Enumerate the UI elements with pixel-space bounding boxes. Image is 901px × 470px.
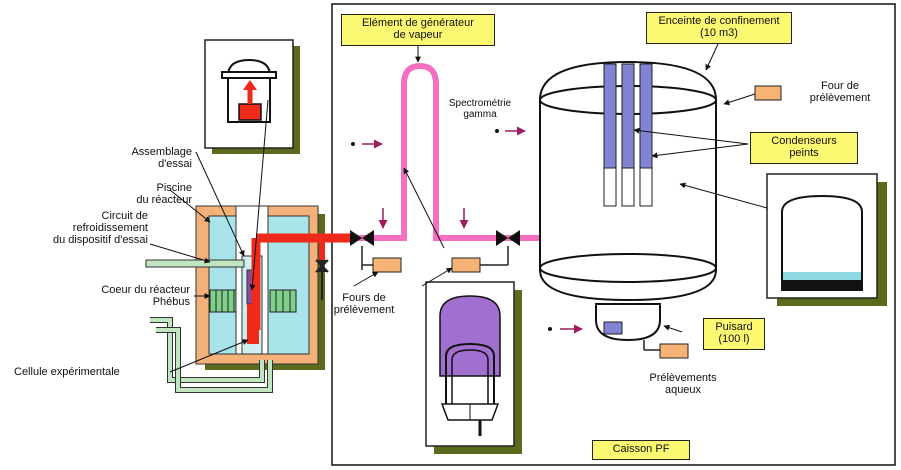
tank-inset — [766, 173, 887, 306]
condensers-label: Condenseurs peints — [750, 132, 858, 164]
sampling-oven-top-line1: Four de — [821, 80, 859, 92]
sampling-ovens-label: Fours de prélèvement — [318, 292, 410, 316]
containment-line2: (10 m3) — [700, 27, 738, 39]
reactor-core-line1: Coeur du réacteur — [101, 284, 190, 296]
test-assembly-label: Assemblage d'essai — [88, 146, 192, 170]
reactor-core-label: Coeur du réacteur Phébus — [44, 284, 190, 308]
steam-generator-label: Elément de générateur de vapeur — [341, 14, 495, 46]
aqueous-samples-line1: Prélèvements — [649, 372, 717, 384]
steam-generator-line1: Elément de générateur — [362, 17, 474, 29]
cooling-circuit-line1: Circuit de — [101, 210, 148, 222]
sampling-ovens-line2: prélèvement — [333, 304, 395, 316]
sump-line1: Puisard — [715, 321, 753, 333]
test-assembly-line2: d'essai — [158, 158, 192, 170]
steam-generator-line2: de vapeur — [393, 29, 443, 41]
caisson-label: Caisson PF — [592, 440, 690, 460]
sump-line2: (100 l) — [718, 333, 750, 345]
reactor-core-line2: Phébus — [152, 296, 190, 308]
vessel-inset-icon — [204, 39, 300, 154]
containment-line1: Enceinte de confinement — [658, 15, 780, 27]
gamma-line2: gamma — [463, 109, 497, 120]
reactor-pool-line2: du réacteur — [136, 194, 192, 206]
experimental-cell-label: Cellule expérimentale — [14, 366, 120, 378]
test-assembly-line1: Assemblage — [131, 146, 192, 158]
containment-label: Enceinte de confinement (10 m3) — [646, 12, 792, 44]
steam-inset — [425, 281, 522, 454]
aqueous-samples-label: Prélèvements aqueux — [628, 372, 738, 396]
oven-icon — [372, 257, 402, 273]
sampling-oven-top-label: Four de prélèvement — [788, 80, 892, 104]
containment-vessel — [539, 60, 782, 359]
cooling-circuit-line2: refroidissement — [72, 222, 148, 234]
aqueous-samples-line2: aqueux — [664, 384, 702, 396]
reactor-pool-line1: Piscine — [156, 182, 192, 194]
leader-lines — [149, 43, 768, 373]
condensers-line1: Condenseurs — [771, 135, 837, 147]
reactor-pool-label: Piscine du réacteur — [88, 182, 192, 206]
valve-icon — [316, 260, 328, 266]
condensers-line2: peints — [789, 147, 819, 159]
gamma-line1: Spectrométrie — [448, 98, 512, 109]
cooling-circuit-line3: du dispositif d'essai — [52, 234, 148, 246]
sump-label: Puisard (100 l) — [703, 318, 765, 350]
sampling-oven-top-line2: prélèvement — [809, 92, 871, 104]
sampling-ovens-line1: Fours de — [342, 292, 386, 304]
cooling-circuit-label: Circuit de refroidissement du dispositif… — [2, 210, 148, 246]
valve-icon — [350, 230, 362, 246]
pink-circuit — [350, 62, 631, 334]
condenser-tube-icon — [603, 63, 617, 169]
gamma-label: Spectrométrie gamma — [440, 98, 520, 120]
